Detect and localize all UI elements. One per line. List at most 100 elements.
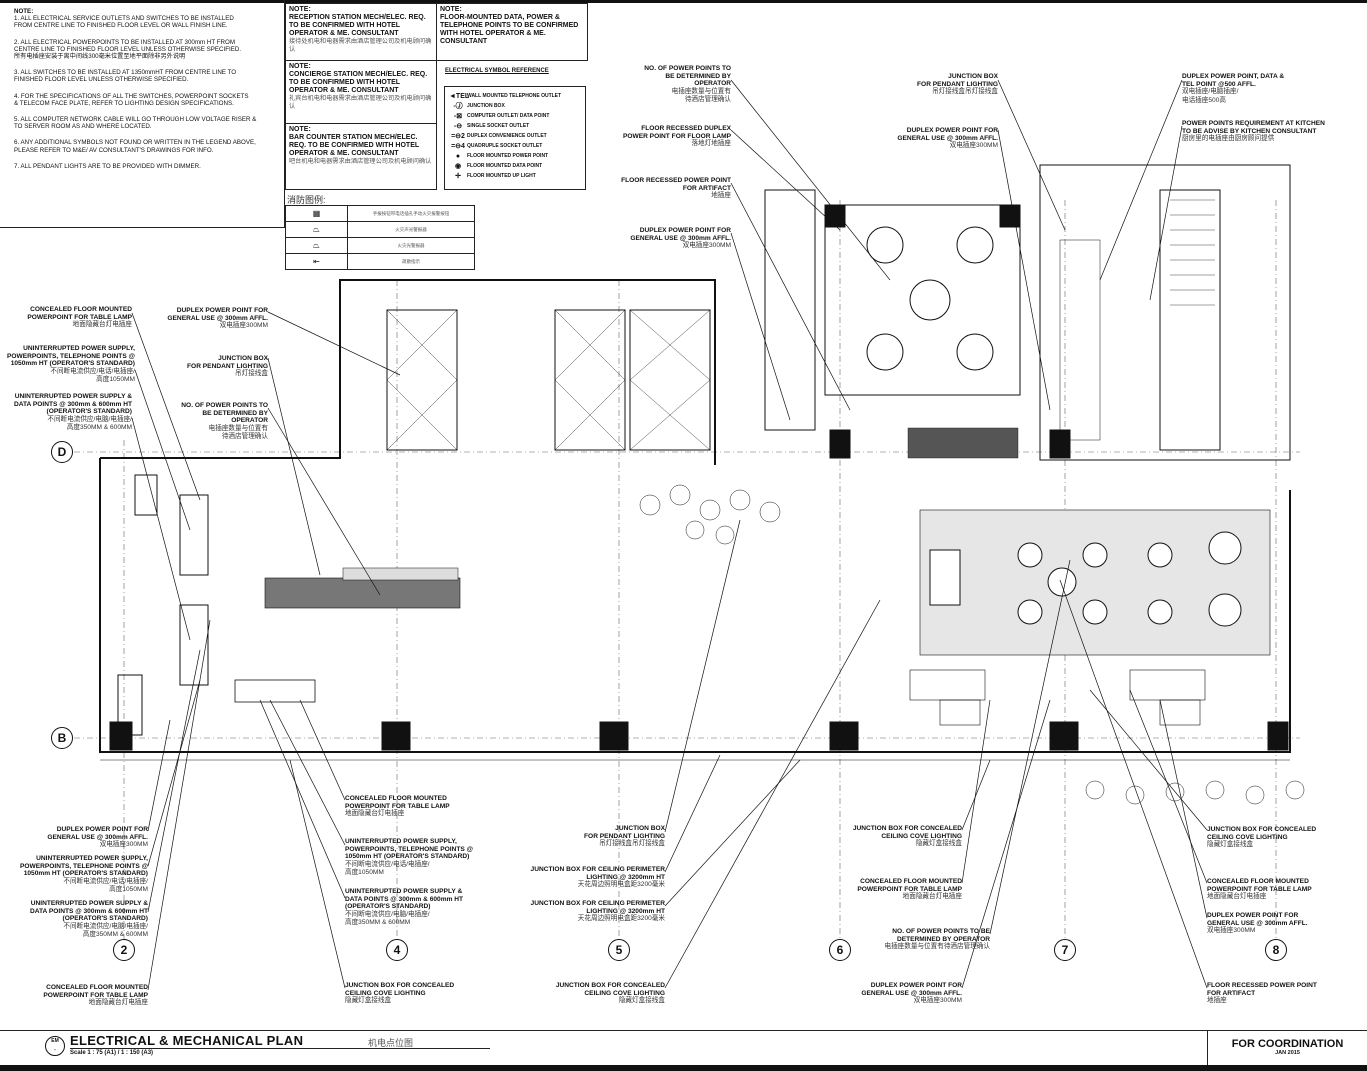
callout: DUPLEX POWER POINT FOR GENERAL USE @ 300… [630,227,731,251]
note-item: 6. ANY ADDITIONAL SYMBOLS NOT FOUND OR W… [14,139,256,154]
callout-text: DUPLEX POWER POINT FOR GENERAL USE @ 300… [1207,912,1308,927]
note-text: BAR COUNTER STATION MECH/ELEC. REQ. TO B… [289,134,420,157]
fire-legend-title: 消防图例: [287,195,326,205]
fire-legend-row: ⏢火灾声光警报器 [285,221,475,238]
callout: CONCEALED FLOOR MOUNTED POWERPOINT FOR T… [1207,878,1312,902]
callout-text: DUPLEX POWER POINT, DATA & TEL POINT @50… [1182,73,1285,88]
callout-text-cn: 落地灯地插座 [691,140,731,148]
callout-text: JUNCTION BOX FOR PENDANT LIGHTING [187,355,268,370]
callout-text: DUPLEX POWER POINT FOR GENERAL USE @ 300… [861,982,962,997]
callout-text: UNINTERRUPTED POWER SUPPLY & DATA POINTS… [29,900,148,923]
junction-box-icon: -Ⓙ [453,103,463,110]
grid-bubble-5: 5 [608,939,630,961]
callout-text-cn: 双电插座300MM [99,841,148,849]
data-point-icon: -⊠ [453,113,463,120]
callout: CONCEALED FLOOR MOUNTED POWERPOINT FOR T… [857,878,962,902]
status-date: JAN 2015 [1275,1050,1300,1056]
callout-text-cn: 不间断电流供应/电话/电插座/ 高度1050MM [345,860,430,877]
callout-text: FLOOR RECESSED POWER POINT FOR ARTIFACT [621,177,731,192]
note-title: NOTE: [440,6,462,13]
fire-alarm-button-icon: ▦ [285,205,348,222]
duplex-outlet-icon: =⊖2 [451,133,465,140]
callout-text-cn: 地面隐藏台灯电插座 [902,893,962,901]
planters [639,484,781,545]
plan-scale: Scale 1 : 75 (A1) / 1 : 150 (A3) [70,1050,154,1056]
plan-title: ELECTRICAL & MECHANICAL PLAN [70,1033,304,1048]
fire-strobe-icon: ⏢ [285,237,348,254]
callout-text: JUNCTION BOX FOR PENDANT LIGHTING [917,73,998,88]
note-text-cn: 礼宾台机电和电器需求由酒店管理公司及机电顾问确认 [289,95,432,110]
callout-text: JUNCTION BOX FOR CONCEALED CEILING COVE … [852,825,962,840]
single-socket-icon: -⊖ [453,123,463,130]
callout: UNINTERRUPTED POWER SUPPLY, POWERPOINTS,… [20,855,148,895]
legend-label: SINGLE SOCKET OUTLET [467,123,530,129]
callout-text-cn: 双电插座/电脑插座/ 电话插座500高 [1182,88,1239,104]
exit-sign-icon: ⇤ [285,253,348,270]
grid-bubble-6: 6 [829,939,851,961]
callout-text-cn: 电插座数量与位置有 待酒店管理确认 [208,424,268,441]
callout: JUNCTION BOX FOR CEILING PERIMETER LIGHT… [531,866,665,890]
callout-text-cn: 不间断电流供应/电话/电插座/ 高度1050MM [50,367,135,384]
callout-text: JUNCTION BOX FOR CONCEALED CEILING COVE … [345,982,455,997]
callout: UNINTERRUPTED POWER SUPPLY & DATA POINTS… [345,888,463,928]
private-room [824,204,1021,396]
legend-label: JUNCTION BOX [467,103,505,109]
note-text: RECEPTION STATION MECH/ELEC. REQ. TO BE … [289,14,426,37]
callout: CONCEALED FLOOR MOUNTED POWERPOINT FOR T… [27,306,132,330]
callout-text-cn: 地面隐藏台灯电插座 [345,810,405,818]
grid-bubble-b: B [51,727,73,749]
callout: JUNCTION BOX FOR CONCEALED CEILING COVE … [556,982,665,1006]
callout-text-cn: 厨房里的电插座由厨房顾问提供 [1182,135,1275,143]
legend-row: -⊠COMPUTER OUTLET/ DATA POINT [449,111,581,121]
note-title: NOTE: [289,63,311,70]
note-text-cn: 接待处机电和电器需求由酒店管理公司及机电顾问确认 [289,38,432,53]
callout-text: UNINTERRUPTED POWER SUPPLY & DATA POINTS… [13,393,132,416]
note-title: NOTE: [289,6,311,13]
callout-text-cn: 不间断电流供应/电话/电插座/ 高度1050MM [63,877,148,894]
telephone-outlet-icon: ◄TEL [449,92,470,100]
fire-legend-row: ⏢火灾光警报器 [285,237,475,254]
callout: JUNCTION BOX FOR CONCEALED CEILING COVE … [345,982,454,1006]
callout-text: NO. OF POWER POINTS TO BE DETERMINED BY … [181,402,268,425]
lounge-area [919,509,1271,656]
note-item: 5. ALL COMPUTER NETWORK CABLE WILL GO TH… [14,116,257,131]
callout: DUPLEX POWER POINT FOR GENERAL USE @ 300… [167,307,268,331]
title-underline [70,1048,490,1049]
legend-row: -Ⓙ JUNCTION BOX [449,101,581,111]
floor-mounted-note: NOTE: FLOOR-MOUNTED DATA, POWER & TELEPH… [436,3,588,61]
status-block: FOR COORDINATION JAN 2015 [1207,1030,1367,1065]
callout: DUPLEX POWER POINT FOR GENERAL USE @ 300… [861,982,962,1006]
note-item: 4. FOR THE SPECIFICATIONS OF ALL THE SWI… [14,92,249,107]
callout-text-cn: 电插座数量与位置有待酒店管理确认 [884,943,991,951]
legend-label: WALL MOUNTED TELEPHONE OUTLET [467,93,562,99]
legend-row: ◉FLOOR MOUNTED DATA POINT [449,161,581,171]
callout-text: CONCEALED FLOOR MOUNTED POWERPOINT FOR T… [345,795,450,810]
callout: NO. OF POWER POINTS TO BE DETERMINED BY … [644,65,731,105]
bar-counter [264,577,461,609]
status-label: FOR COORDINATION [1231,1038,1344,1050]
callout: UNINTERRUPTED POWER SUPPLY, POWERPOINTS,… [345,838,473,878]
bar-counter-note: NOTE: BAR COUNTER STATION MECH/ELEC. REQ… [285,123,437,190]
callout-text: CONCEALED FLOOR MOUNTED POWERPOINT FOR T… [1207,878,1312,893]
callout-text: JUNCTION BOX FOR CEILING PERIMETER LIGHT… [530,900,665,915]
callout: CONCEALED FLOOR MOUNTED POWERPOINT FOR T… [43,984,148,1008]
callout-text: NO. OF POWER POINTS TO BE DETERMINED BY … [644,65,731,88]
callout-text-cn: 天花周边照明电盒距3200毫米 [577,881,665,889]
floor-up-light-icon: ✛ [455,173,461,180]
callout-text: JUNCTION BOX FOR CEILING PERIMETER LIGHT… [530,866,665,881]
callout-text-cn: 电插座数量与位置有 待酒店管理确认 [671,87,731,104]
callout: DUPLEX POWER POINT FOR GENERAL USE @ 300… [47,826,148,850]
callout-text: DUPLEX POWER POINT FOR GENERAL USE @ 300… [167,307,268,322]
legend-label: FLOOR MOUNTED DATA POINT [467,163,543,169]
grid-bubble-d: D [51,441,73,463]
note-text-cn: 吧台机电和电器需求由酒店管理公司及机电顾问确认 [289,158,432,165]
callout-text-cn: 不间断电流供应/电脑/电插座/ 高度350MM & 600MM [345,910,430,927]
callout-text: UNINTERRUPTED POWER SUPPLY, POWERPOINTS,… [6,345,135,368]
callout-text-cn: 隐藏灯盒接线盒 [345,997,392,1005]
callout-text-cn: 不间断电流供应/电脑/电插座/ 高度350MM & 600MM [47,415,132,432]
legend-row: ●FLOOR MOUNTED POWER POINT [449,151,581,161]
